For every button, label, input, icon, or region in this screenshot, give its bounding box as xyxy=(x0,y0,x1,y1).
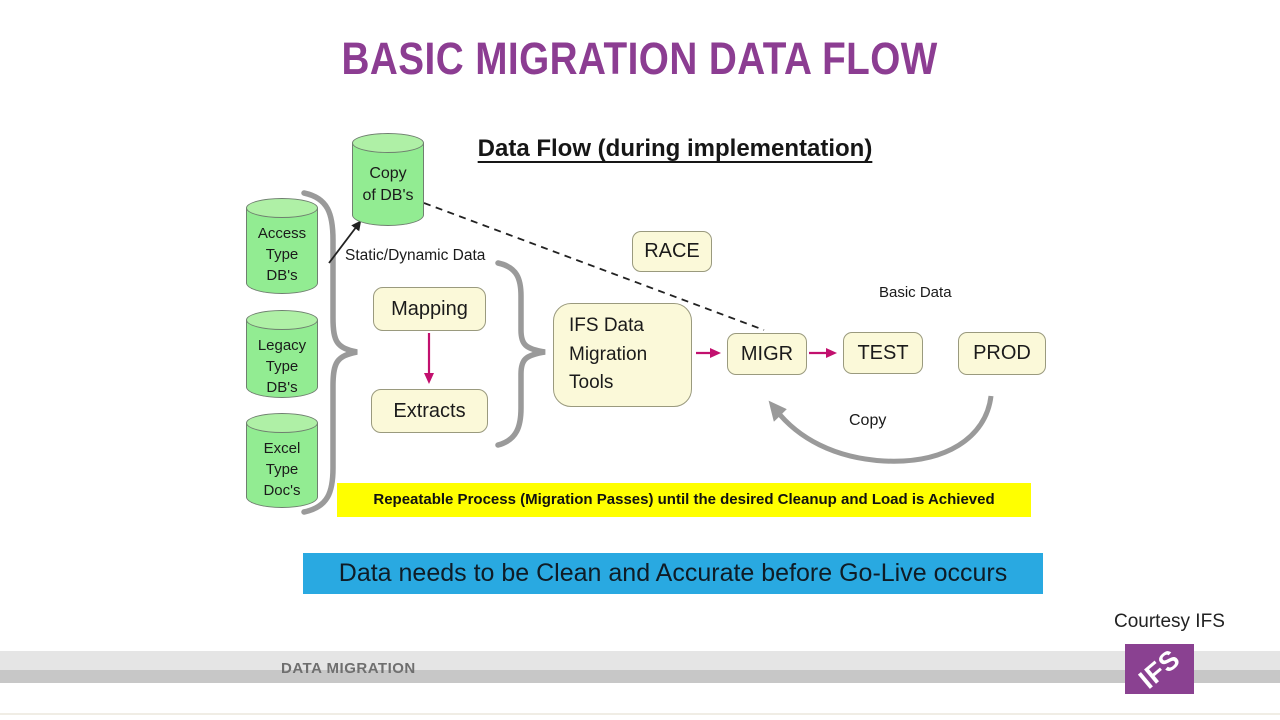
banner-golive-note: Data needs to be Clean and Accurate befo… xyxy=(303,553,1043,594)
brace-mapping-extracts xyxy=(495,260,546,448)
cylinder-label: Legacy Type DB's xyxy=(257,337,307,396)
label-basic-data: Basic Data xyxy=(879,284,952,301)
cylinder-body xyxy=(352,143,424,226)
box-extracts: Extracts xyxy=(371,389,488,433)
box-prod: PROD xyxy=(958,332,1046,375)
cylinder-excel-type-docs: Excel Type Doc's xyxy=(246,413,318,508)
box-mapping: Mapping xyxy=(373,287,486,331)
cylinder-top-ellipse xyxy=(246,198,318,218)
ifs-logo-text: IFS xyxy=(1132,644,1186,694)
footer-bar-light xyxy=(0,651,1280,670)
label-copy: Copy xyxy=(849,412,887,429)
cylinder-label: Access Type DB's xyxy=(257,225,307,284)
page-title: BASIC MIGRATION DATA FLOW xyxy=(0,33,1280,85)
box-race: RACE xyxy=(632,231,712,272)
cylinder-access-type-dbs: Access Type DB's xyxy=(246,198,318,294)
footer-bar-dark xyxy=(0,670,1280,683)
cylinder-top-ellipse xyxy=(352,133,424,153)
courtesy-credit: Courtesy IFS xyxy=(1114,611,1225,632)
bottom-edge-line xyxy=(0,713,1280,715)
cylinder-top-ellipse xyxy=(246,310,318,330)
cylinder-legacy-type-dbs: Legacy Type DB's xyxy=(246,310,318,398)
banner-repeatable-process: Repeatable Process (Migration Passes) un… xyxy=(337,483,1031,517)
footer-section-title: DATA MIGRATION xyxy=(281,660,416,677)
box-migr: MIGR xyxy=(727,333,807,375)
page-title-text: BASIC MIGRATION DATA FLOW xyxy=(341,33,939,84)
diagram-subtitle: Data Flow (during implementation) xyxy=(477,135,873,162)
ifs-logo: IFS xyxy=(1125,644,1194,694)
cylinder-copy-of-dbs: Copy of DB's xyxy=(352,133,424,226)
cylinder-label: Copy of DB's xyxy=(362,165,414,204)
box-test: TEST xyxy=(843,332,923,374)
cylinder-top-ellipse xyxy=(246,413,318,433)
label-static-dynamic-data: Static/Dynamic Data xyxy=(345,247,486,264)
box-ifs-data-migration-tools: IFS Data Migration Tools xyxy=(553,303,692,407)
cylinder-label: Excel Type Doc's xyxy=(263,440,301,499)
